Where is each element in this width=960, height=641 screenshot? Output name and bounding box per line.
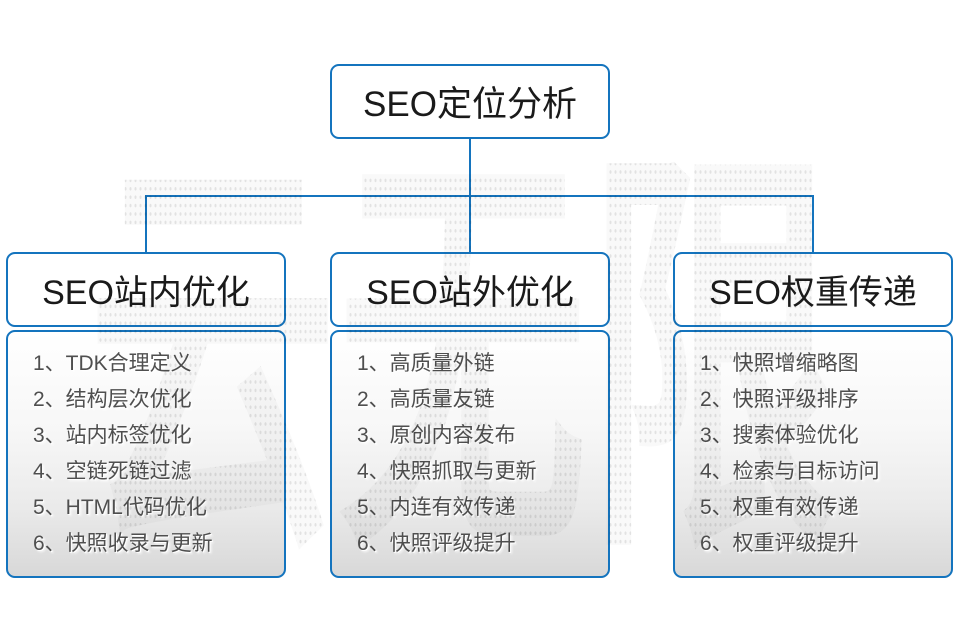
list-item: 2、快照评级排序: [700, 388, 859, 411]
list-item: 4、检索与目标访问: [700, 460, 880, 483]
connector-stub-right: [812, 196, 814, 252]
list-item: 1、TDK合理定义: [33, 352, 192, 375]
list-item: 4、空链死链过滤: [33, 460, 192, 483]
connector-stub-left: [145, 196, 147, 252]
list-item: 3、站内标签优化: [33, 424, 192, 447]
column-header-label: SEO权重传递: [709, 274, 917, 312]
list-item: 2、高质量友链: [357, 388, 495, 411]
list-item: 2、结构层次优化: [33, 388, 192, 411]
list-item: 6、权重评级提升: [700, 532, 859, 555]
list-panel-weight: 1、快照增缩略图 2、快照评级排序 3、搜索体验优化 4、检索与目标访问 5、权…: [673, 330, 953, 578]
list-item: 1、高质量外链: [357, 352, 495, 375]
connector-horizontal: [145, 195, 814, 197]
list-item: 1、快照增缩略图: [700, 352, 859, 375]
column-header-label: SEO站外优化: [366, 274, 574, 312]
list-item: 5、内连有效传递: [357, 496, 516, 519]
list-item: 6、快照评级提升: [357, 532, 516, 555]
list-item: 3、原创内容发布: [357, 424, 516, 447]
list-panel-offsite: 1、高质量外链 2、高质量友链 3、原创内容发布 4、快照抓取与更新 5、内连有…: [330, 330, 610, 578]
root-node: SEO定位分析: [330, 64, 610, 139]
column-header-offsite: SEO站外优化: [330, 252, 610, 327]
column-header-label: SEO站内优化: [42, 274, 250, 312]
connector-root-vertical: [469, 139, 471, 196]
list-item: 4、快照抓取与更新: [357, 460, 537, 483]
column-header-onsite: SEO站内优化: [6, 252, 286, 327]
list-item: 6、快照收录与更新: [33, 532, 213, 555]
list-panel-onsite: 1、TDK合理定义 2、结构层次优化 3、站内标签优化 4、空链死链过滤 5、H…: [6, 330, 286, 578]
list-item: 5、权重有效传递: [700, 496, 859, 519]
column-header-weight: SEO权重传递: [673, 252, 953, 327]
list-item: 3、搜索体验优化: [700, 424, 859, 447]
connector-stub-middle: [469, 196, 471, 252]
root-node-label: SEO定位分析: [363, 85, 577, 124]
list-item: 5、HTML代码优化: [33, 496, 207, 519]
